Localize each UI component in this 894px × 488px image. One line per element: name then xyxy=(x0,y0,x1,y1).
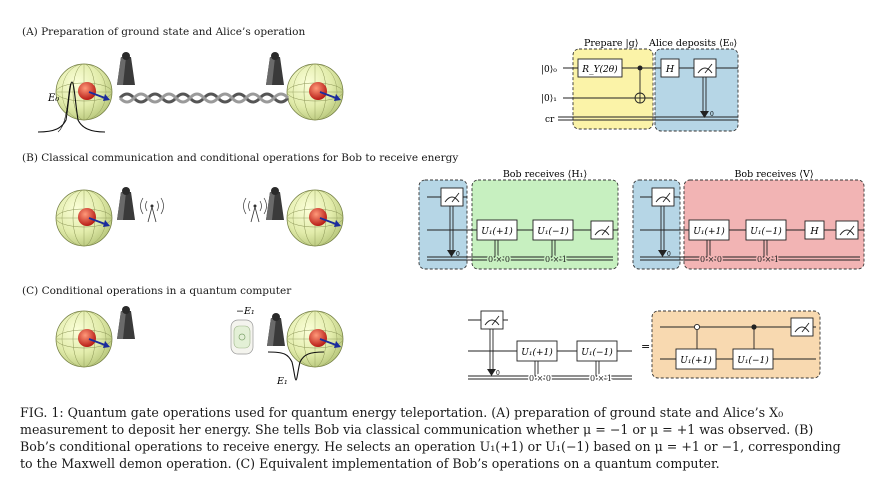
cond-label-1-b2: 0 × 1 xyxy=(757,255,779,264)
bit-index-c: 0 xyxy=(496,370,500,377)
energy-dip-curve xyxy=(267,351,325,381)
measure-icon-c2 xyxy=(790,317,814,337)
u1-minus-label-c1: U₁(−1) xyxy=(581,347,613,358)
h-gate xyxy=(660,58,680,78)
cnot-target xyxy=(634,92,646,104)
bob-receives-h1-label: Bob receives ⟨H₁⟩ xyxy=(503,169,587,180)
u1-plus-gate-b1 xyxy=(476,219,518,241)
ry-gate xyxy=(577,58,623,78)
bloch-sphere-alice-c xyxy=(55,310,113,368)
section-a-title: (A) Preparation of ground state and Alic… xyxy=(22,26,306,38)
open-control-dot xyxy=(693,323,701,331)
bit-index-b1: 0 xyxy=(456,251,460,258)
bit-index-a: 0 xyxy=(710,111,714,118)
measure-icon xyxy=(693,58,717,78)
entanglement-chain xyxy=(118,92,290,104)
u1-minus-gate-c2 xyxy=(732,348,774,370)
cond-label-1-b1: 0 × 1 xyxy=(545,255,567,264)
u1-plus-gate-c1 xyxy=(516,340,558,362)
u1-minus-label-c2: U₁(−1) xyxy=(737,355,769,366)
alice-deposits-label: Alice deposits ⟨E₀⟩ xyxy=(648,38,737,49)
cond-label-0-b2: 0 × 0 xyxy=(700,255,722,264)
figure-panels: E₀ Prepare |g⟩ Alice deposits ⟨E₀⟩ |0⟩₀ … xyxy=(37,38,865,387)
measure-icon-b3 xyxy=(651,187,675,207)
bloch-sphere-bob-c xyxy=(286,310,344,368)
section-c-illustration: −E₁ E₁ xyxy=(55,306,344,387)
caption-line-4: to the Maxwell demon operation. (C) Equi… xyxy=(20,456,720,471)
measure-icon-b2 xyxy=(590,220,614,240)
bloch-sphere-bob xyxy=(286,63,344,121)
bob-receives-v-label: Bob receives ⟨V⟩ xyxy=(734,169,813,180)
section-a-illustration: E₀ xyxy=(37,52,344,133)
u1-minus-label-b2: U₁(−1) xyxy=(750,226,782,237)
quantum-computer-icon xyxy=(230,319,254,355)
ry-gate-label: R_Y(2θ) xyxy=(581,64,618,75)
bloch-sphere-alice-b xyxy=(55,189,113,247)
cond-label-1-c: 0 × 1 xyxy=(590,374,612,383)
u1-minus-gate-b1 xyxy=(532,219,574,241)
equals-sign: = xyxy=(641,340,650,353)
bob-tower-icon-b xyxy=(266,187,284,220)
caption-line-1: FIG. 1: Quantum gate operations used for… xyxy=(20,405,784,420)
u1-plus-label-c1: U₁(+1) xyxy=(521,347,553,358)
circuit-c: 0 U₁(+1) U₁(−1) 0 × 0 0 × 1 = U₁(+1) U₁(… xyxy=(468,310,821,385)
section-b-title: (B) Classical communication and conditio… xyxy=(22,152,459,164)
u1-plus-gate-c2 xyxy=(675,348,717,370)
qubit0-label: |0⟩₀ xyxy=(541,65,557,75)
u1-plus-label-b2: U₁(+1) xyxy=(693,226,725,237)
caption-line-3: Bob’s conditional operations to receive … xyxy=(20,439,841,454)
u1-minus-gate-c1 xyxy=(576,340,618,362)
qubit1-label: |0⟩₁ xyxy=(541,94,557,104)
e0-label: E₀ xyxy=(47,93,59,104)
u1-minus-gate-b2 xyxy=(745,219,787,241)
alice-tower-icon-c xyxy=(117,306,135,339)
bit-index-b2: 0 xyxy=(667,251,671,258)
bloch-sphere-alice xyxy=(55,63,113,121)
h-gate-label: H xyxy=(665,64,675,75)
u1-minus-label-b1: U₁(−1) xyxy=(537,226,569,237)
radio-receiver-icon xyxy=(243,197,267,223)
h-gate-label-b: H xyxy=(809,226,819,237)
prepare-label: Prepare |g⟩ xyxy=(584,38,638,49)
bob-tower-icon xyxy=(266,52,284,85)
u1-plus-label-c2: U₁(+1) xyxy=(680,355,712,366)
section-b-illustration xyxy=(55,187,344,247)
caption-line-2: measurement to deposit her energy. She t… xyxy=(20,422,814,437)
circuit-b: Bob receives ⟨H₁⟩ Bob receives ⟨V⟩ 0 U₁(… xyxy=(418,169,865,270)
figure-caption: FIG. 1: Quantum gate operations used for… xyxy=(20,404,880,472)
circuit-a: Prepare |g⟩ Alice deposits ⟨E₀⟩ |0⟩₀ |0⟩… xyxy=(541,38,739,132)
alice-tower-icon-b xyxy=(117,187,135,220)
measure-icon-b4 xyxy=(835,220,859,240)
measure-icon-b1 xyxy=(440,187,464,207)
e1-label: E₁ xyxy=(276,376,288,387)
radio-antenna-icon xyxy=(140,197,164,223)
cond-label-0-b1: 0 × 0 xyxy=(488,255,510,264)
h-gate-b xyxy=(804,220,825,240)
bloch-sphere-bob-b xyxy=(286,189,344,247)
measure-icon-c1 xyxy=(480,310,504,330)
section-c-title: (C) Conditional operations in a quantum … xyxy=(22,285,292,297)
cond-label-0-c: 0 × 0 xyxy=(529,374,551,383)
alice-tower-icon xyxy=(117,52,135,85)
u1-plus-gate-b2 xyxy=(688,219,730,241)
bob-tower-icon-c xyxy=(267,313,285,346)
u1-plus-label-b1: U₁(+1) xyxy=(481,226,513,237)
cr-label: cr xyxy=(545,115,555,125)
minus-e1-label: −E₁ xyxy=(236,306,255,317)
